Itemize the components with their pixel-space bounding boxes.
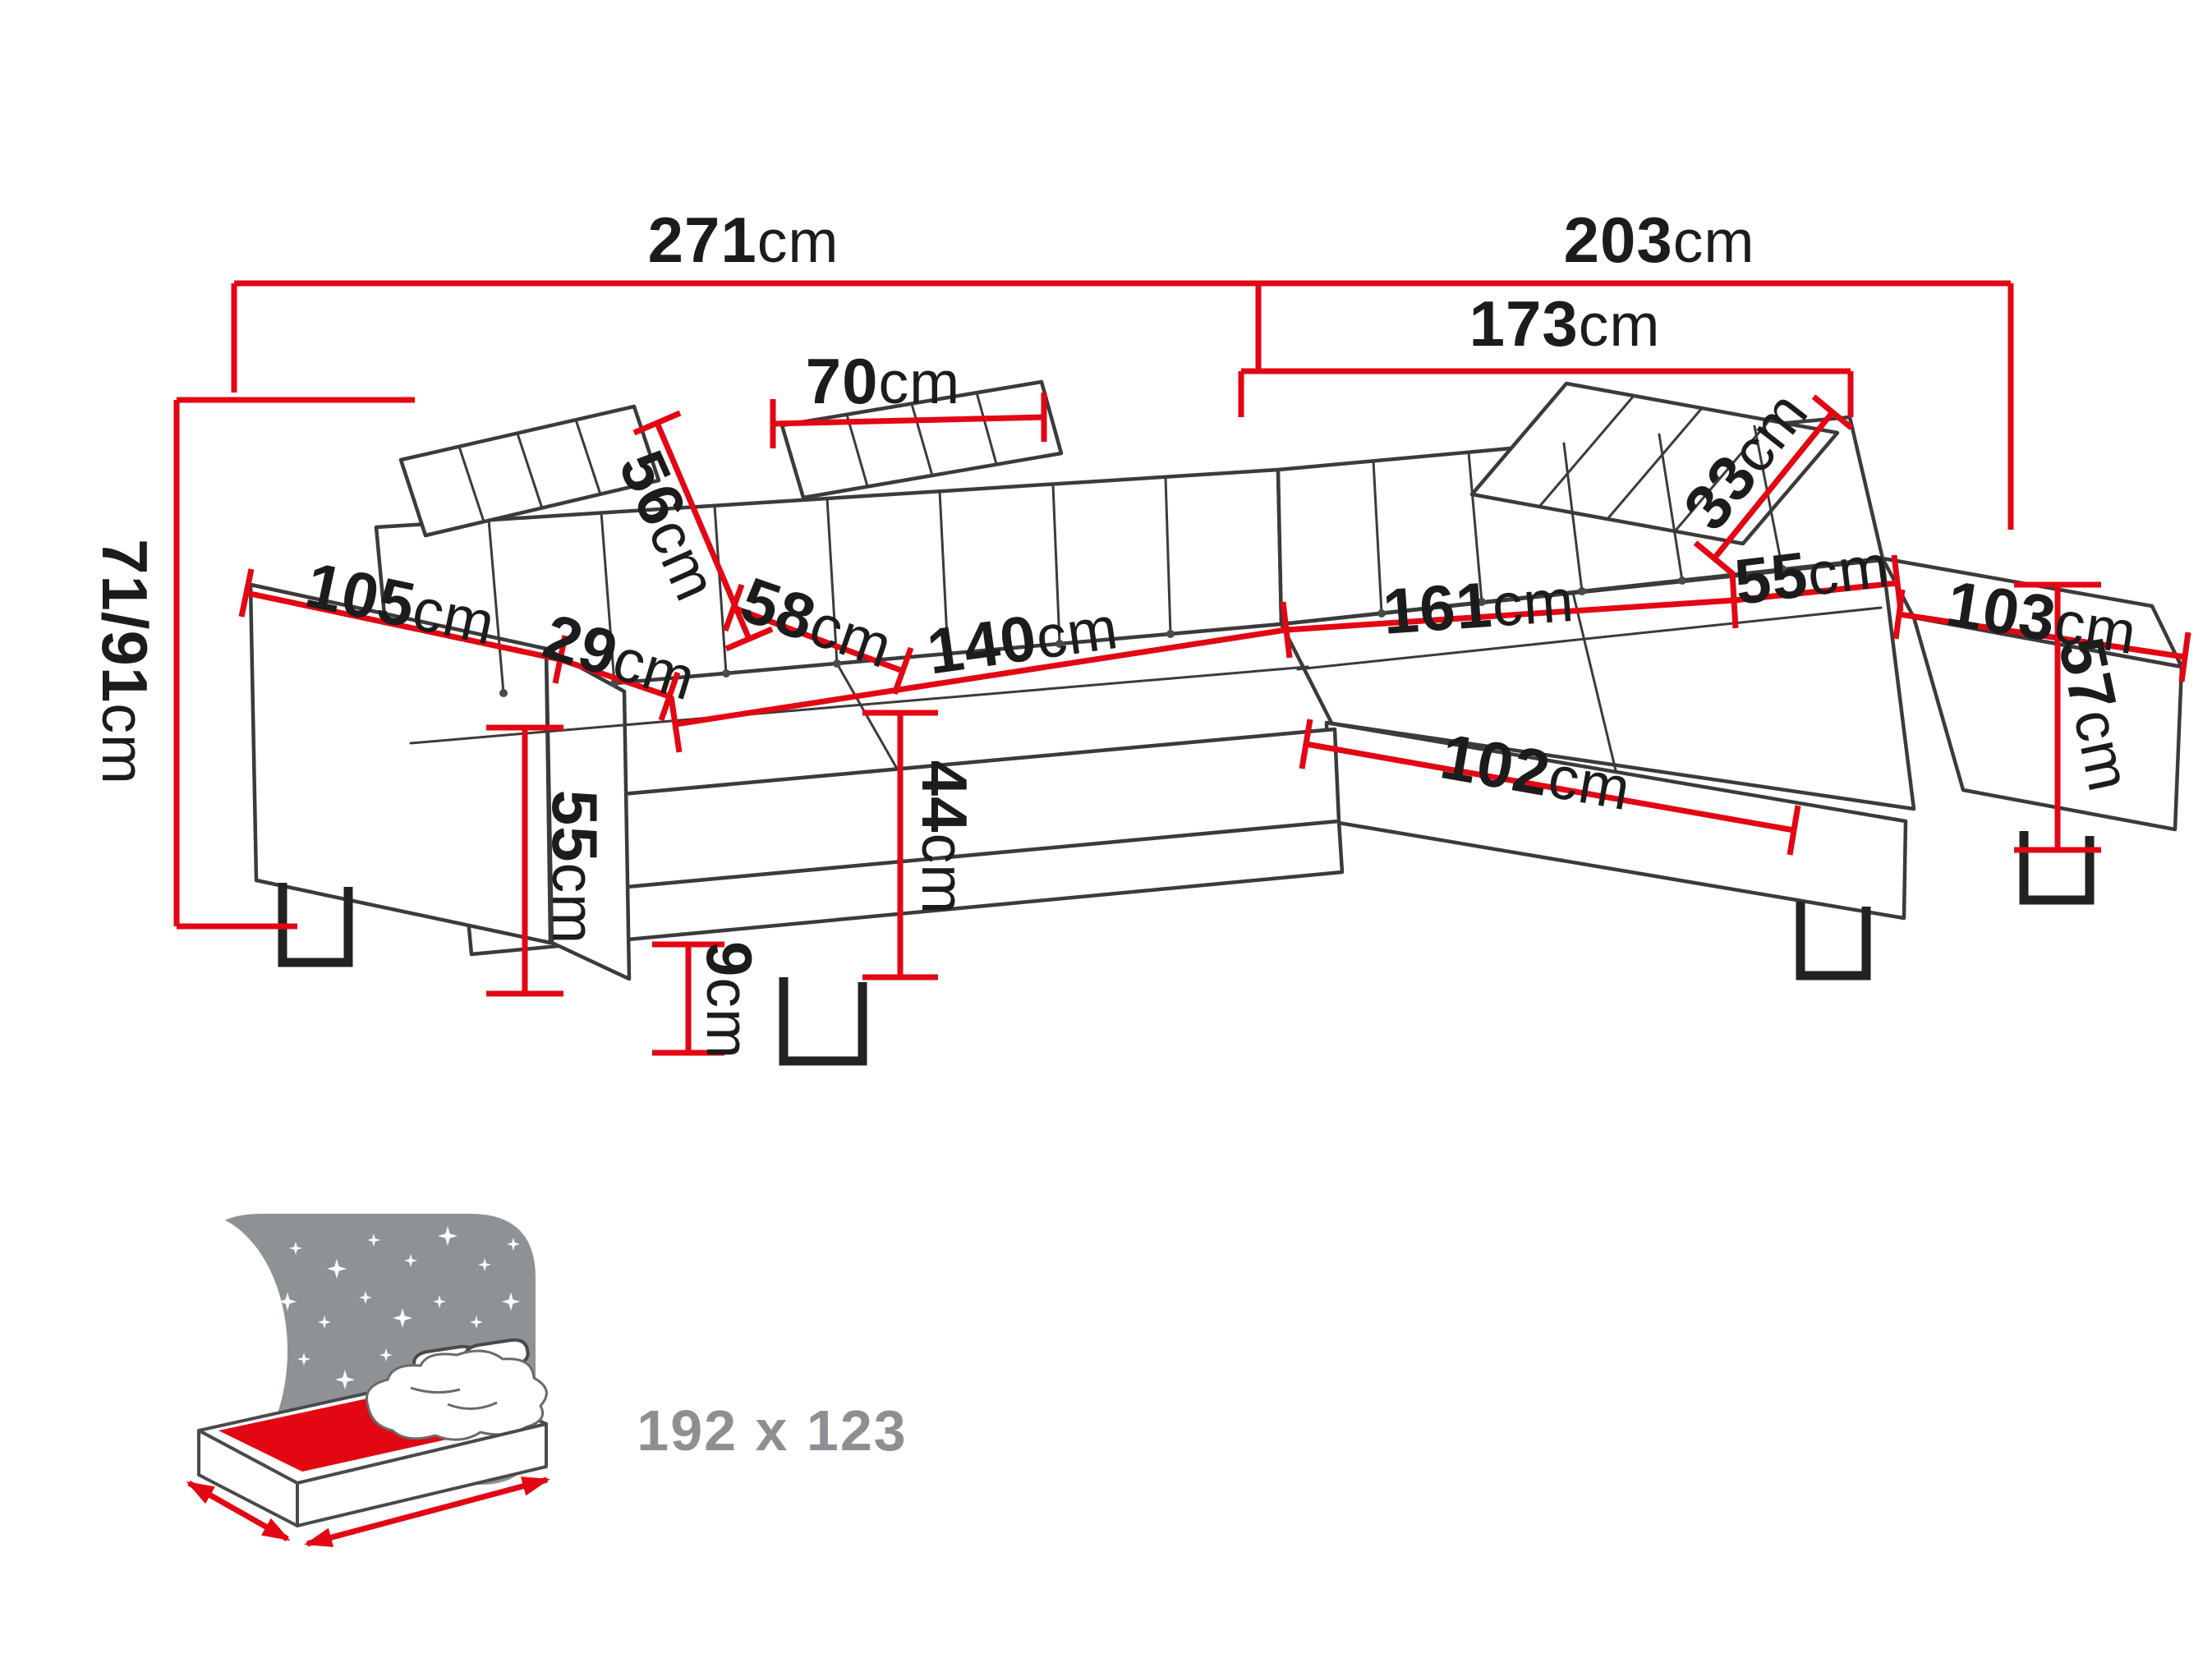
dim-right-back-width: 173cm	[1469, 292, 1661, 356]
blanket-fold-1	[410, 1386, 461, 1394]
dim-unit: cm	[1803, 531, 1893, 609]
dim-value: 203	[1563, 203, 1673, 276]
dim-unit: cm	[90, 703, 158, 785]
leg-left-middle	[779, 977, 867, 1066]
dim-value: 55	[1731, 537, 1812, 619]
dim-unit: cm	[909, 833, 977, 916]
leg-right-armrest	[2019, 831, 2095, 905]
dim-armrest-height: 55cm	[539, 790, 611, 945]
dim-value: 161	[1380, 567, 1495, 648]
dim-value: 173	[1469, 287, 1579, 360]
dim-right-seat-length: 161cm	[1381, 566, 1577, 648]
dim-unit: cm	[1032, 594, 1123, 673]
dim-sofa-total-width: 271cm	[648, 208, 839, 272]
dim-seat-height: 44cm	[908, 760, 981, 916]
dim-unit: cm	[1578, 291, 1661, 359]
dim-unit: cm	[1672, 207, 1755, 275]
tuft-buttons	[499, 565, 1787, 697]
leg-left-armrest	[278, 883, 353, 967]
dim-unit: cm	[540, 862, 608, 945]
leg-chaise-front	[1796, 902, 1871, 981]
dim-value: 71/91	[89, 539, 162, 704]
dim-value: 271	[647, 203, 757, 276]
mattress-width-arrow	[186, 1480, 291, 1542]
dim-value: 9	[693, 940, 766, 978]
dim-leg-height: 9cm	[693, 941, 766, 1060]
left-armrest-front	[544, 646, 632, 981]
dim-value: 70	[805, 344, 879, 417]
dim-unit: cm	[756, 207, 839, 275]
right-armrest-side	[1911, 615, 2184, 832]
dim-unit: cm	[1543, 742, 1636, 824]
sleeping-area-icon	[103, 1213, 548, 1527]
blanket	[366, 1349, 548, 1441]
dim-value: 44	[908, 760, 982, 834]
dim-value: 55	[539, 789, 612, 863]
sleeping-area-label: 192 x 123	[637, 1402, 907, 1459]
sofa-legs	[278, 831, 2095, 1066]
dim-unit: cm	[878, 348, 961, 416]
dim-headrest-width: 70cm	[806, 349, 961, 413]
dim-value: 140	[922, 600, 1042, 688]
dim-unit: cm	[1489, 566, 1577, 640]
sleeping-area-size: 192 x 123	[637, 1399, 908, 1463]
dimension-lines	[173, 280, 2191, 1547]
dim-sofa-total-depth: 203cm	[1564, 208, 1755, 272]
dim-back-height: 71/91cm	[89, 539, 161, 785]
dim-unit: cm	[694, 977, 762, 1060]
left-base	[464, 819, 1345, 957]
blanket-fold-2	[447, 1401, 498, 1410]
mattress-length-arrow	[304, 1477, 550, 1547]
